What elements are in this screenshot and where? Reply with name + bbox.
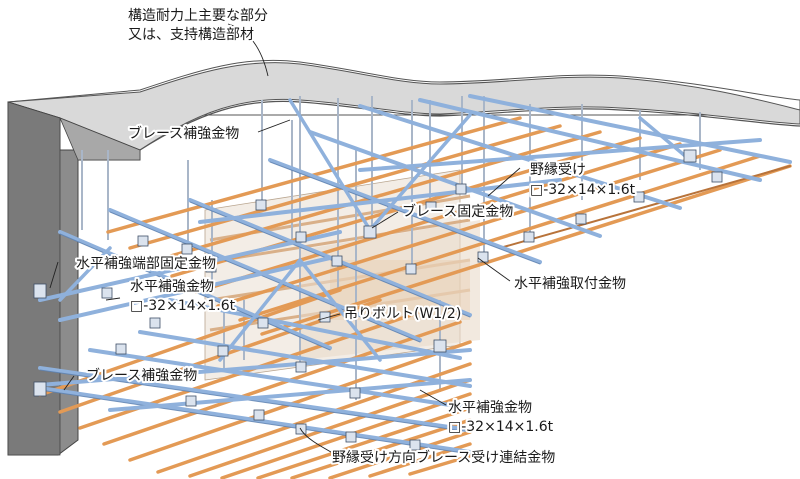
leader-lines bbox=[49, 23, 521, 457]
label-horizontal-end-fixing: 水平補強端部固定金物 bbox=[76, 256, 216, 272]
label-structure-line2: 又は、支持構造部材 bbox=[128, 27, 254, 43]
label-brace-fixing: ブレース固定金物 bbox=[402, 203, 513, 220]
label-hanging-bolt: 吊りボルト(W1/2) bbox=[344, 306, 461, 322]
braces bbox=[58, 98, 692, 362]
label-nobuchi-uke: 野縁受け bbox=[530, 162, 586, 178]
label-horizontal-mounting: 水平補強取付金物 bbox=[514, 276, 626, 292]
label-horizontal-reinforcement-left: 水平補強金物 bbox=[130, 279, 214, 295]
label-connection-fitting: 野縁受け方向ブレース受け連結金物 bbox=[332, 449, 555, 466]
label-nobuchi-uke-spec: □-32×14×1.6t bbox=[530, 182, 636, 198]
label-horizontal-reinforcement-left-spec: □-32×14×1.6t bbox=[130, 298, 236, 314]
label-brace-reinforcement-bottom: ブレース補強金物 bbox=[86, 367, 197, 384]
label-horizontal-reinforcement-bottom: 水平補強金物 bbox=[448, 400, 532, 416]
labels: 構造耐力上主要な部分 又は、支持構造部材 ブレース補強金物 野縁受け □-32×… bbox=[74, 6, 638, 468]
label-horizontal-reinforcement-bottom-spec: □-32×14×1.6t bbox=[448, 419, 554, 435]
label-structure-line1: 構造耐力上主要な部分 bbox=[128, 8, 268, 24]
label-brace-reinforcement-top: ブレース補強金物 bbox=[128, 125, 239, 142]
